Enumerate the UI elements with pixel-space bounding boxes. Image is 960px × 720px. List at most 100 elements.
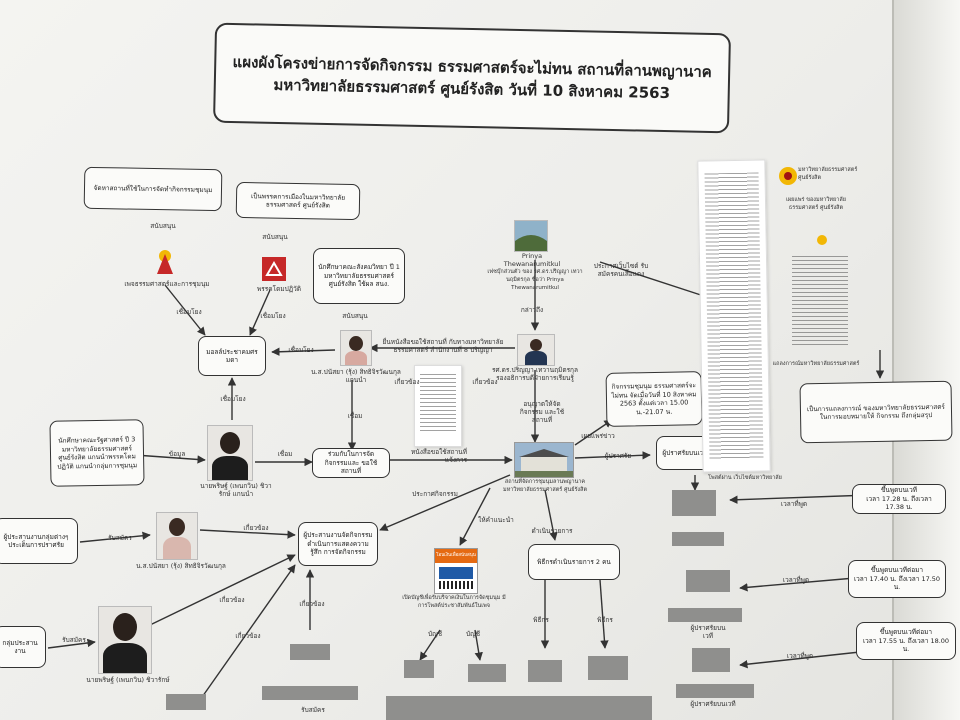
edge-label-connect-1: เชื่อมโยง: [176, 308, 202, 316]
edge-donate1: [419, 629, 441, 661]
box-event-info: กิจกรรมชุมนุม ธรรมศาสตร์จะไม่ทน จัดเมื่อ…: [605, 371, 703, 427]
edge-label-recruit-1: รับสมัคร: [108, 534, 132, 542]
edge-label-accept: อนุญาตให้จัดกิจกรรม และใช้สถานที่: [519, 400, 565, 424]
box-request: ร่วมกับในการจัดกิจกรรมและ ขอใช้สถานที่: [312, 448, 390, 478]
redacted-photo-mc-2: [588, 656, 628, 680]
edge-bottom-org: [149, 554, 296, 626]
edge-label-notify: แจ้งการ: [444, 456, 468, 464]
univ-statement-doc: มหาวิทยาลัยธรรมศาสตร์ ศูนย์รังสิต เผยแพร…: [772, 160, 860, 360]
qr-code-icon: [439, 581, 473, 589]
edge-left1: [79, 531, 151, 543]
redacted-photo-speaker-2: [686, 570, 730, 592]
edge-label-connect-2: เชื่อมโยง: [260, 312, 286, 320]
edge-venue-qr: [459, 487, 491, 546]
person-bottom-male-name: นายพริษฐ์ (เพนกวิน) ชิวารักษ์: [86, 676, 170, 684]
edge-label-publish: เผยแพร่ข่าว: [581, 432, 615, 440]
person-center-female-name: น.ส.ปนัสยา (รุ้ง) สิทธิจิรวัฒนกุล แกนนำ: [311, 368, 401, 384]
edge-org1-mob: [164, 284, 206, 336]
document-caption: หนังสือขอใช้สถานที่: [411, 448, 467, 456]
edge-label-host: ดำเนินรายการ: [531, 527, 573, 535]
edge-fb-statement: [599, 261, 711, 300]
edge-label-stage-time-2: เวลาที่พูด: [782, 576, 810, 584]
box-time-3: ขึ้นพูดบนเวทีต่อมา เวลา 17.55 น. ถึงเวลา…: [856, 622, 956, 660]
edge-label-support-2: สนับสนุน: [262, 233, 288, 241]
univ-statement-caption: เผยแพร่ ของมหาวิทยาลัยธรรมศาสตร์ ศูนย์รั…: [786, 197, 846, 211]
time-2-head: ขึ้นพูดบนเวทีต่อมา: [870, 566, 924, 575]
photo-bottom-male: [98, 606, 152, 674]
edge-label-related-4: เกี่ยวข้อง: [219, 596, 245, 604]
qr-title: โอนเงินเพื่อสนับสนุน: [436, 553, 476, 558]
photo-mid-female: [156, 512, 198, 560]
box-security: พิธีกรดำเนินรายการ 2 คน: [528, 544, 620, 580]
fb-profile-card: [514, 220, 548, 252]
org2-name: พรรคโดมปฏิวัติ: [257, 285, 301, 293]
diagram-title: แผงผังโครงข่ายการจัดกิจกรรม ธรรมศาสตร์จะ…: [213, 22, 731, 134]
box-venue-provider: จัดหาสถานที่ใช้ในการจัดทำกิจกรรมชุมนุม: [83, 166, 223, 212]
redacted-photo-mc-1: [528, 660, 562, 682]
edge-label-speaker: ผู้ปราศรัย: [604, 452, 632, 460]
box-mob-group: มอลล์ประชาคมศรมดา: [198, 336, 266, 376]
qr-caption: เปิดบัญชีเพื่อรับบริจาคเงินในการจัดชุมนุ…: [402, 595, 506, 609]
photo-right-male: [517, 334, 555, 366]
fb-post-text: [704, 172, 764, 460]
sheet-edge: [892, 0, 894, 720]
qr-header: [435, 549, 477, 563]
edge-label-donate-1: บัญชี: [427, 630, 443, 638]
redacted-photo-donor-1: [404, 660, 434, 678]
fb-caption: เฟซบุ๊กส่วนตัว ของ รศ.ดร.ปริญญา เทวานฤมิ…: [487, 269, 583, 291]
redacted-photo-donor-2: [468, 664, 506, 682]
edge-label-connect-6: เชื่อม: [347, 412, 363, 420]
redacted-names-bottom-row: [386, 696, 652, 720]
time-3-head: ขึ้นพูดบนเวทีต่อมา: [879, 628, 933, 637]
edge-pol-mob: [271, 347, 336, 356]
univ-statement-subcaption: แถลงการณ์มหาวิทยาลัยธรรมศาสตร์: [772, 361, 860, 367]
org1-name: เพจธรรมศาสตร์และการชุมนุม: [124, 280, 210, 288]
redacted-name-bottom-2: [262, 686, 358, 700]
person-left-male-name: นายพริษฐ์ (เพนกวิน) ชิวารักษ์ แกนนำ: [200, 482, 272, 498]
box-left-edge-1: ผู้ประสานงานกลุ่มต่างๆ ประเด็นการปราศรัย: [0, 518, 78, 564]
redacted-name-speaker-1: [672, 532, 724, 546]
org2-logo: [262, 257, 286, 281]
speaker-3-caption: ผู้ปราศรัยบนเวที: [690, 700, 736, 708]
edge-label-announce: ประกาศเว็บไซต์ รับสมัครคนเสื้อแดง: [593, 262, 649, 278]
box-left-edge-2: กลุ่มประสานงาน: [0, 626, 46, 668]
edge-label-advise: ให้คำแนะนำ: [478, 516, 514, 524]
speaker-2-caption: ผู้ปราศรัยบนเวที: [690, 624, 726, 640]
edge-org2-mob: [249, 289, 271, 336]
edge-venue-security: [544, 489, 558, 541]
sheet-shadow: [894, 0, 960, 720]
box-univ-statement: เป็นการแถลงการณ์ ของมหาวิทยาลัยธรรมศาสตร…: [799, 380, 953, 444]
edge-label-related-3: เกี่ยวข้อง: [243, 524, 269, 532]
edge-label-related-1: เกี่ยวข้อง: [394, 378, 420, 386]
univ-statement-text: [792, 256, 848, 346]
time-3-value: เวลา 17.55 น. ถึงเวลา 18.00 น.: [862, 636, 950, 654]
edge-venue-event: [574, 419, 613, 446]
edge-mc2: [599, 579, 609, 649]
box-left-student: นักศึกษาคณะรัฐศาสตร์ ปี 3 มหาวิทยาลัยธรร…: [49, 419, 145, 487]
edge-label-recruit-2: รับสมัคร: [62, 636, 86, 644]
edge-donate2: [474, 629, 483, 661]
edge-label-request-use: ยื่นหนังสือขอใช้สถานที่ กับทางมหาวิทยาลั…: [382, 338, 504, 354]
edge-venue-speakers: [574, 451, 651, 460]
time-1-head: ขึ้นพูดบนเวที: [880, 486, 918, 495]
edge-label-connect-5: เชื่อม: [277, 450, 293, 458]
edge-label-support-3: สนับสนุน: [342, 312, 368, 320]
box-time-2: ขึ้นพูดบนเวทีต่อมา เวลา 17.40 น. ถึงเวลา…: [848, 560, 946, 598]
edge-label-connect-3: เชื่อมโยง: [288, 346, 314, 354]
edge-label-donate-2: บัญชี: [465, 630, 481, 638]
redacted-photo-speaker-3: [692, 648, 730, 672]
edge-label-stage-time-3: เวลาที่พูด: [786, 652, 814, 660]
venue-photo: [514, 442, 574, 478]
fb-name: Prinya Thewanarumitkul: [503, 252, 561, 268]
edge-label-post: ประกาศกิจกรรม: [412, 490, 458, 498]
redacted-photo-bottom-2: [290, 644, 330, 660]
redacted-photo-speaker-1: [672, 490, 716, 516]
edge-label-support-1: สนับสนุน: [150, 222, 176, 230]
edge-time2: [739, 577, 856, 592]
edge-label-mention: กล่าวถึง: [520, 306, 544, 314]
box-pol-student: นักศึกษาคณะสังคมวิทยา ปี 1 มหาวิทยาลัยธร…: [313, 248, 405, 304]
box-time-1: ขึ้นพูดบนเวที เวลา 17.28 น. ถึงเวลา 17.3…: [852, 484, 946, 514]
edge-midf-org: [199, 529, 296, 539]
redacted-name-speaker-2: [668, 608, 742, 622]
time-2-value: เวลา 17.40 น. ถึงเวลา 17.50 น.: [853, 574, 941, 592]
